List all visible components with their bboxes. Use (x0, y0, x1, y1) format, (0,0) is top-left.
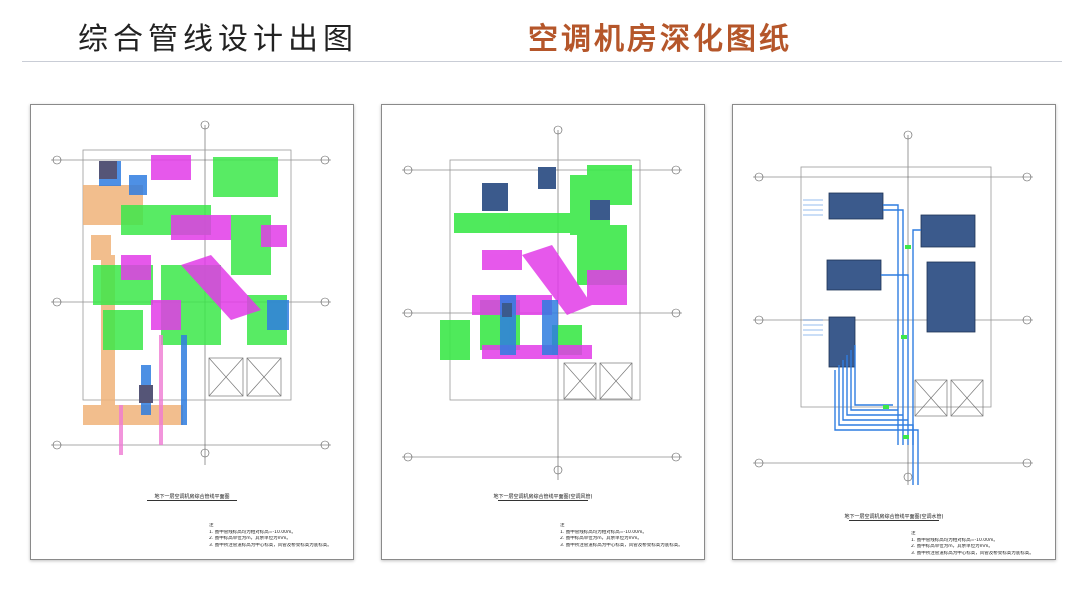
note-line: 3. 图中所注管道标高为中心标高，风管及桥架标高为底标高。 (911, 550, 1034, 556)
pipe-hatching (803, 199, 823, 336)
note-line: 2. 图中标高单位为m，其余单位为mm。 (560, 536, 642, 541)
header-divider (22, 61, 1062, 62)
shaft-boxes (208, 357, 282, 397)
equipment-dark (99, 161, 153, 403)
note-line: 1. 图中管线标高均为相对标高=-10.00m。 (911, 537, 998, 543)
drawing-sheet-combined[interactable]: 地下一层空调机房综合管线平面图 注 1. 图中管线标高均为相对标高=-10.00… (30, 104, 354, 560)
sheet-notes: 注 1. 图中管线标高均为相对标高=-10.00m。 2. 图中标高单位为m，其… (560, 523, 695, 549)
caption-underline (498, 500, 588, 501)
note-line: 1. 图中管线标高均为相对标高=-10.00m。 (560, 529, 647, 535)
note-line: 3. 图中所注管道标高为中心标高，风管及桥架标高为底标高。 (560, 542, 683, 548)
equipment-dark (482, 167, 610, 317)
water-pipe-runs (834, 204, 921, 485)
page-title-left: 综合管线设计出图 (78, 22, 358, 57)
shaft-boxes (563, 362, 633, 400)
sheet-caption: 地下一层空调机房综合管线平面图(空调水管) (844, 514, 944, 520)
pink-trays (119, 335, 163, 455)
note-line: 注 (209, 523, 214, 528)
sheet-caption: 地下一层空调机房综合管线平面图(空调风管) (493, 494, 593, 500)
note-line: 3. 图中所注管道标高为中心标高，风管及桥架标高为底标高。 (209, 542, 332, 548)
caption-underline (147, 500, 237, 501)
grid-bubbles (403, 125, 681, 475)
grid-bubbles (52, 120, 330, 458)
magenta-ducts (121, 155, 287, 330)
air-duct-plan-drawing (402, 125, 682, 480)
drawing-sheet-water-pipe[interactable]: 地下一层空调机房综合管线平面图(空调水管) 注 1. 图中管线标高均为相对标高=… (732, 104, 1056, 560)
grid-bubbles (754, 130, 1032, 482)
sheet-notes: 注 1. 图中管线标高均为相对标高=-10.00m。 2. 图中标高单位为m，其… (209, 523, 344, 549)
page-title-right: 空调机房深化图纸 (528, 22, 792, 57)
note-line: 2. 图中标高单位为m，其余单位为mm。 (209, 536, 291, 541)
note-line: 2. 图中标高单位为m，其余单位为mm。 (911, 544, 993, 549)
valve-markers (883, 245, 911, 439)
sheet-notes: 注 1. 图中管线标高均为相对标高=-10.00m。 2. 图中标高单位为m，其… (911, 531, 1046, 557)
drawing-sheet-air-duct[interactable]: 地下一层空调机房综合管线平面图(空调风管) 注 1. 图中管线标高均为相对标高=… (381, 104, 705, 560)
combined-plan-drawing (51, 120, 331, 465)
caption-underline (849, 520, 939, 521)
water-pipe-plan-drawing (753, 130, 1033, 485)
note-line: 1. 图中管线标高均为相对标高=-10.00m。 (209, 529, 296, 535)
note-line: 注 (911, 531, 916, 536)
chiller-units (826, 192, 976, 368)
note-line: 注 (560, 523, 565, 528)
sheet-caption: 地下一层空调机房综合管线平面图 (154, 494, 230, 500)
shaft-boxes (914, 379, 984, 417)
